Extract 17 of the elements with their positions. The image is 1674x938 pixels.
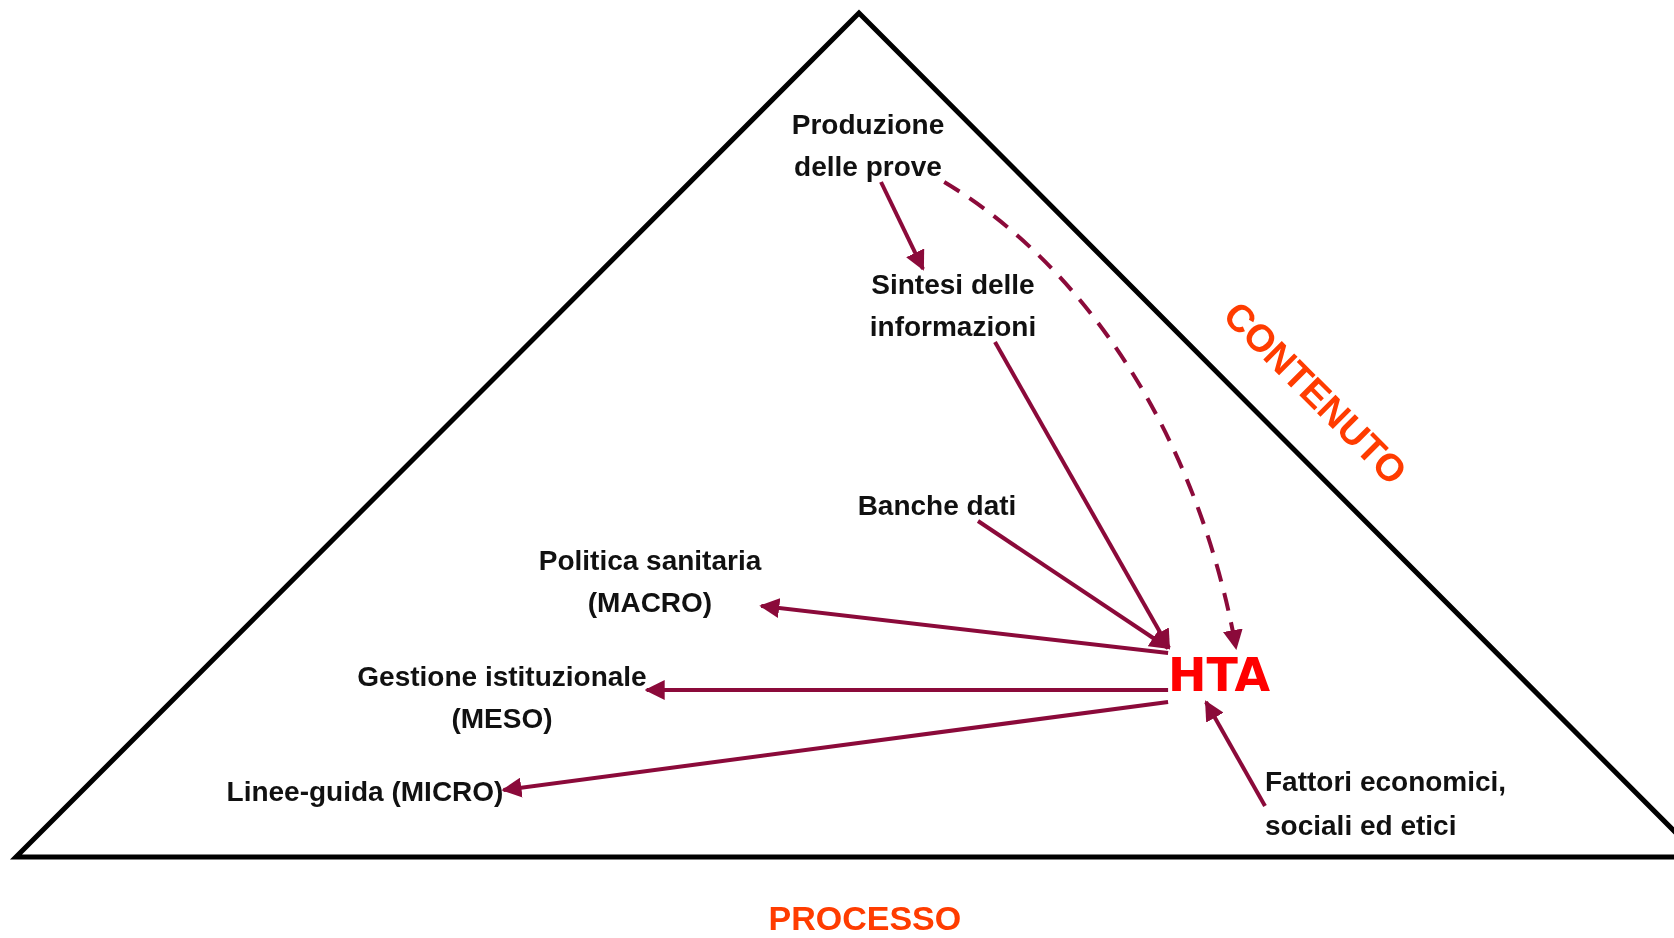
node-label: Banche dati (837, 485, 1037, 533)
arrow (1204, 700, 1267, 807)
arrow (759, 598, 1169, 655)
section-label: PROCESSO (768, 898, 962, 938)
node-label: Produzione delle prove (763, 104, 973, 200)
arrow (644, 680, 1169, 700)
arrow (993, 341, 1171, 650)
arrow (976, 519, 1170, 650)
node-label: Linee-guida (MICRO) (185, 771, 545, 819)
node-label: Sintesi delle informazioni (833, 264, 1073, 360)
hta-label: HTA (1040, 625, 1270, 725)
arrow (879, 181, 925, 271)
node-label: Gestione istituzionale (MESO) (332, 656, 672, 752)
node-label: Fattori economici, sociali ed etici (1265, 760, 1595, 848)
arrow (943, 180, 1243, 650)
arrow (501, 700, 1169, 798)
node-label: Politica sanitaria (MACRO) (490, 540, 810, 636)
